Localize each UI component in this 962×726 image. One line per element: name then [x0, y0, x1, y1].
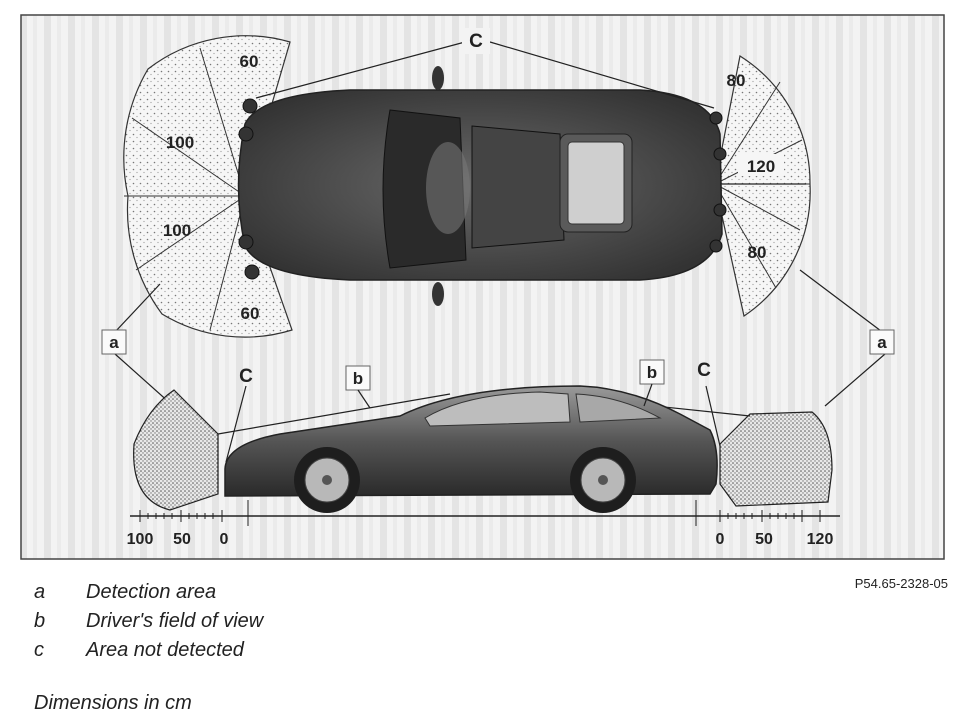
- legend-text-a: Detection area: [86, 581, 217, 603]
- callout-b-front-box: [345, 365, 371, 391]
- callout-b-front-line: [357, 389, 371, 409]
- legend-text-b: Driver's field of view: [86, 610, 264, 632]
- rear-scale-50: 50: [755, 531, 773, 548]
- callout-c-rear-line: [705, 385, 721, 447]
- front-scale-0: 0: [220, 531, 229, 548]
- callout-a-right: a: [877, 333, 887, 352]
- callout-a-left: a: [109, 333, 119, 352]
- front-scale-100: 100: [127, 531, 154, 548]
- rear-scale-120: 120: [807, 531, 834, 548]
- callout-c-top-box: [462, 28, 490, 54]
- rear-label-120: 120: [747, 157, 775, 176]
- legend-text-c: Area not detected: [86, 639, 244, 661]
- figure-code: P54.65-2328-05: [854, 576, 948, 591]
- rear-label-80-bottom: 80: [748, 243, 767, 262]
- callout-c-rear: C: [697, 360, 711, 381]
- legend-row-a: a Detection area: [34, 578, 263, 607]
- front-label-60-top: 60: [240, 52, 259, 71]
- side-rear-detection-area: [719, 411, 833, 507]
- legend-row-c: c Area not detected: [34, 636, 263, 665]
- side-front-detection-area: [133, 389, 219, 511]
- callout-b-front: b: [353, 369, 363, 388]
- callout-c-lines-top: [255, 41, 715, 109]
- callout-c-front-line: [225, 385, 247, 463]
- callout-c-front: C: [239, 366, 253, 387]
- callout-b-rear-box: [639, 359, 665, 385]
- parking-sensor-diagram: C 60 100 100 60 80 120 80 a a C C: [20, 14, 945, 560]
- callout-a-right-box: [869, 329, 895, 355]
- legend-row-b: b Driver's field of view: [34, 607, 263, 636]
- legend-key-c: c: [34, 639, 44, 661]
- front-scale-50: 50: [173, 531, 191, 548]
- front-label-100-lower: 100: [163, 221, 191, 240]
- dimensions-note: Dimensions in cm: [34, 692, 192, 714]
- front-label-100-upper: 100: [166, 133, 194, 152]
- car-side-view: [224, 385, 718, 513]
- callout-b-rear: b: [647, 363, 657, 382]
- callout-a-left-box: [101, 329, 127, 355]
- legend-key-b: b: [34, 610, 46, 632]
- callout-b-rear-line: [643, 383, 653, 407]
- legend-key-a: a: [34, 581, 46, 603]
- front-scale: [139, 500, 249, 526]
- field-of-view-line-front: [217, 393, 451, 435]
- front-label-60-bottom: 60: [241, 304, 260, 323]
- rear-label-120-box: [738, 154, 784, 176]
- legend: a Detection area b Driver's field of vie…: [34, 578, 263, 665]
- car-top-view: [237, 66, 727, 306]
- rear-scale: [695, 500, 821, 526]
- rear-scale-0: 0: [716, 531, 725, 548]
- rear-label-80-top: 80: [727, 71, 746, 90]
- callout-c-top: C: [469, 31, 483, 52]
